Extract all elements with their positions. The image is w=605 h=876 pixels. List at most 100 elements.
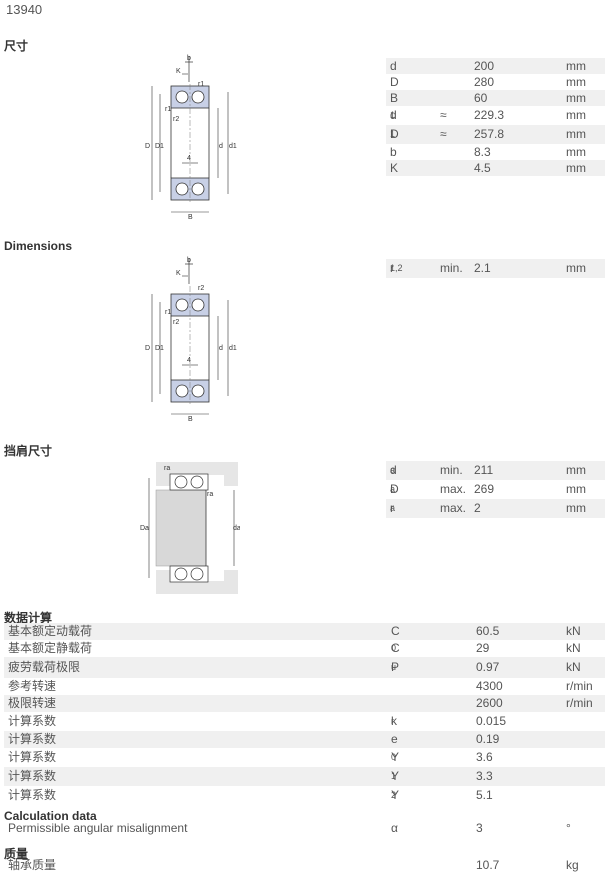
calc-label: 基本额定静载荷 [8,641,93,655]
calc-unit: kN [566,624,581,638]
calc-value: 5.1 [476,788,493,802]
spec-value: 211 [474,463,494,477]
spec-qualifier: max. [440,482,467,496]
label-d1: d1 [229,143,237,150]
misalignment-unit: ° [566,821,571,835]
calc-label: 疲劳载荷极限 [8,660,81,674]
spec-value: 280 [474,75,495,89]
abutment-drawing: ra ra Da da [140,462,240,594]
label-d: d [219,143,223,150]
calc-label: 计算系数 [8,732,57,746]
label-B: B [188,214,193,221]
mass-table: 轴承质量 10.7 kg [4,857,605,874]
label-d1: d1 [229,345,237,352]
mass-row: 轴承质量 10.7 kg [4,857,605,874]
spec-unit: mm [566,75,586,89]
section-abutment-cn: 挡肩尺寸 [4,444,53,458]
label-ra-side: ra [207,491,213,498]
label-ra-top: ra [164,465,170,472]
calc-value: 0.015 [476,714,507,728]
spec-value: 257.8 [474,127,505,141]
spec-qualifier: ≈ [440,127,447,141]
designation-title: 13940 [6,2,43,17]
label-B: B [188,416,193,423]
spec-value: 269 [474,482,495,496]
spec-value: 8.3 [474,145,491,159]
calc-value: 60.5 [476,624,500,638]
section-mass-cn: 质量 [4,847,29,861]
label-r1-side: r1 [165,309,171,316]
section-dimensions-en: Dimensions [4,239,73,253]
calc-unit: kN [566,641,581,655]
calc-row: 极限转速 2600 r/min [4,695,605,712]
calc-label: 极限转速 [8,696,57,710]
label-r2: r2 [173,116,179,123]
spec-value: 60 [474,91,488,105]
calc-value: 0.19 [476,732,500,746]
calc-value: 2600 [476,696,503,710]
label-r2-top: r2 [198,285,204,292]
mass-unit: kg [566,858,579,872]
section-calc-cn: 数据计算 [4,611,53,625]
label-b: b [187,55,191,62]
label-D: D [145,143,150,150]
spec-unit: mm [566,127,586,141]
section-calc-en: Calculation data [4,809,97,823]
bearing-drawing-2: b K r2 D D1 d d1 r1 r2 4 B [145,257,237,423]
section-dimensions-cn: 尺寸 [4,39,29,53]
spec-value: 200 [474,59,495,73]
mass-label: 轴承质量 [8,858,57,872]
label-D: D [145,345,150,352]
spec-value: 4.5 [474,161,491,175]
spec-value: 229.3 [474,108,505,122]
calc-value: 3.6 [476,750,493,764]
label-b: b [187,257,191,264]
misalignment-value: 3 [476,821,483,835]
spec-qualifier: ≈ [440,108,447,122]
bearing-drawing-1: b K r1 D D1 d d1 r1 r2 4 B [145,55,237,221]
calc-value: 4300 [476,679,503,693]
spec-value: 2.1 [474,261,491,275]
calc-label: 计算系数 [8,769,57,783]
label-4: 4 [187,155,191,162]
label-D1: D1 [155,345,164,352]
label-k: K [176,270,181,277]
spec-unit: mm [566,91,586,105]
calc-label: 计算系数 [8,714,57,728]
label-Da: Da [140,525,149,532]
spec-unit: mm [566,261,586,275]
label-d: d [219,345,223,352]
label-D1: D1 [155,143,164,150]
spec-qualifier: min. [440,463,463,477]
spec-qualifier: min. [440,261,463,275]
spec-unit: mm [566,482,586,496]
calc-unit: r/min [566,696,593,710]
calc-label: 计算系数 [8,788,57,802]
mass-value: 10.7 [476,858,500,872]
spec-unit: mm [566,59,586,73]
spec-unit: mm [566,463,586,477]
calc-unit: r/min [566,679,593,693]
spec-qualifier: max. [440,501,467,515]
label-r2: r2 [173,319,179,326]
label-r1-top: r1 [198,81,204,88]
